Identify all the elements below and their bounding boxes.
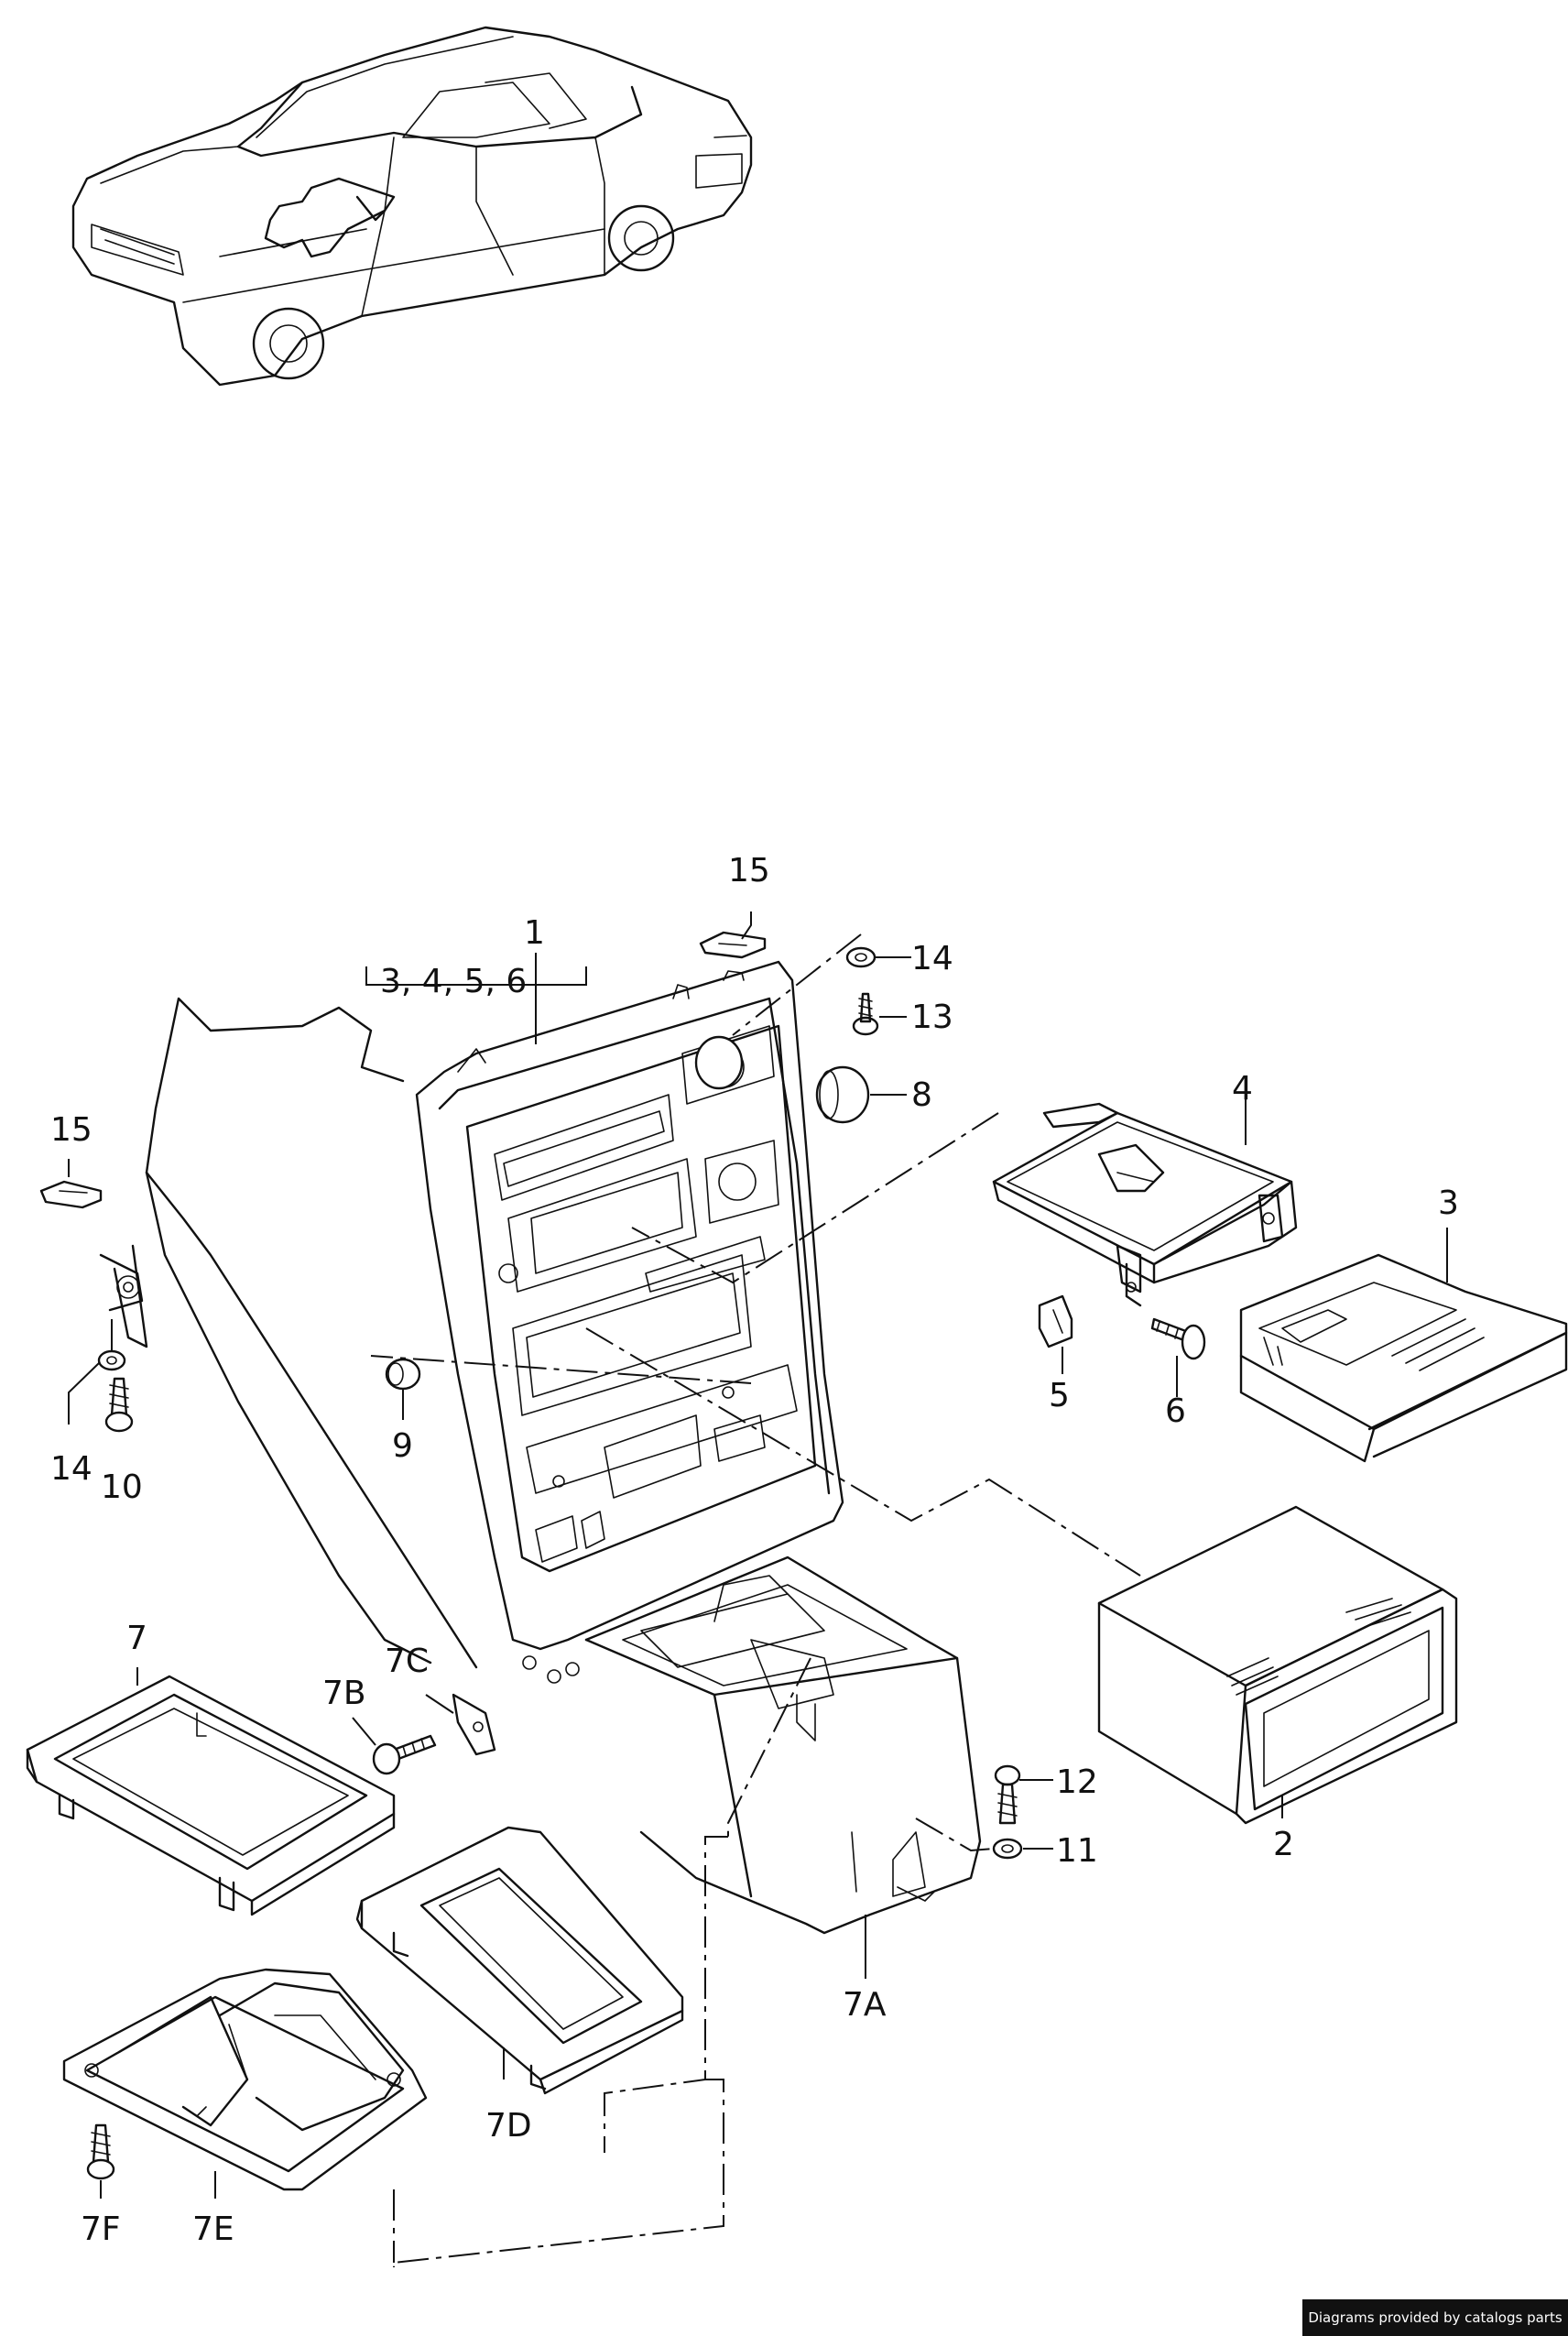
clip-15-left bbox=[39, 1180, 103, 1209]
callout-10: 10 bbox=[101, 1468, 143, 1506]
callout-7D: 7D bbox=[485, 2107, 532, 2145]
callout-14-left: 14 bbox=[50, 1450, 93, 1488]
screw-13 bbox=[852, 992, 879, 1036]
car-illustration bbox=[71, 26, 753, 387]
clip-nut-5 bbox=[1038, 1294, 1073, 1348]
callout-1-group: 3, 4, 5, 6 bbox=[380, 963, 527, 1000]
callout-1: 1 bbox=[524, 914, 545, 952]
callout-labels: 1 3, 4, 5, 6 2 3 4 5 6 7 7A 7B 7C 7D 7E … bbox=[50, 852, 1459, 2248]
screw-7F bbox=[86, 2123, 115, 2180]
screw-10 bbox=[104, 1377, 134, 1433]
assembly-lines bbox=[111, 933, 1141, 2267]
callout-13: 13 bbox=[911, 999, 953, 1036]
credit-banner: Diagrams provided by catalogs parts bbox=[1302, 2299, 1568, 2336]
callout-5: 5 bbox=[1049, 1377, 1070, 1414]
leader-lines bbox=[68, 911, 1448, 2199]
side-bracket bbox=[99, 1244, 148, 1348]
washer-14-top bbox=[845, 946, 877, 968]
cap-8 bbox=[694, 1035, 870, 1124]
callout-7C: 7C bbox=[385, 1643, 429, 1680]
screw-12 bbox=[994, 1764, 1021, 1825]
housing-7E bbox=[62, 1968, 428, 2191]
callout-9: 9 bbox=[392, 1427, 413, 1465]
callout-4: 4 bbox=[1232, 1070, 1253, 1108]
shift-cover-7D bbox=[355, 1826, 684, 2095]
clip-15-top bbox=[699, 931, 767, 959]
plug-9 bbox=[385, 1358, 421, 1391]
callout-2: 2 bbox=[1273, 1826, 1294, 1863]
washer-11 bbox=[992, 1838, 1023, 1860]
callout-7E: 7E bbox=[192, 2210, 234, 2248]
callout-3: 3 bbox=[1438, 1184, 1459, 1222]
washer-14-left bbox=[97, 1349, 126, 1371]
callout-7: 7 bbox=[126, 1620, 147, 1657]
storage-tray-3 bbox=[1239, 1253, 1568, 1463]
callout-7A: 7A bbox=[843, 1986, 887, 2024]
callout-7F: 7F bbox=[81, 2210, 121, 2248]
mounting-frame-4 bbox=[992, 1102, 1298, 1307]
center-console bbox=[145, 960, 844, 1684]
callout-7B: 7B bbox=[322, 1675, 366, 1712]
callout-8: 8 bbox=[911, 1076, 932, 1114]
callout-15-left: 15 bbox=[50, 1111, 93, 1149]
screw-6 bbox=[1150, 1317, 1206, 1360]
callout-15-top: 15 bbox=[728, 852, 770, 890]
storage-pocket-2 bbox=[1097, 1505, 1458, 1825]
console-body-7A bbox=[584, 1556, 982, 1935]
cover-frame-7 bbox=[26, 1675, 396, 1916]
callout-14-top: 14 bbox=[911, 940, 953, 977]
callout-11: 11 bbox=[1056, 1832, 1098, 1870]
callout-6: 6 bbox=[1165, 1392, 1186, 1430]
screw-7B bbox=[372, 1734, 437, 1775]
clip-7C bbox=[452, 1693, 496, 1756]
callout-12: 12 bbox=[1056, 1763, 1098, 1801]
